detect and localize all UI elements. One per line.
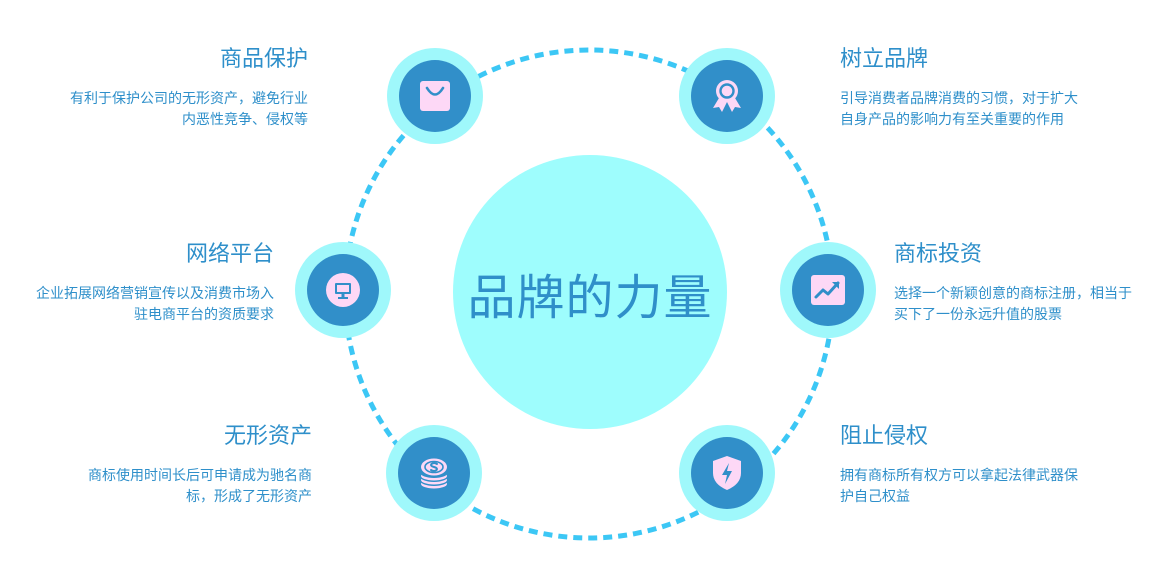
- node-network-platform: [295, 242, 391, 338]
- shield-bolt-icon: [713, 456, 741, 490]
- item-title: 商标投资: [894, 242, 983, 267]
- coin-stack-icon: [421, 458, 447, 489]
- node-stop-infringement: [679, 425, 775, 521]
- shopping-bag-icon: [420, 81, 450, 111]
- item-description: 企业拓展网络营销宣传以及消费市场入 驻电商平台的资质要求: [36, 286, 274, 323]
- item-trademark-investment: 商标投资 选择一个新颖创意的商标注册，相当于 买下了一份永远升值的股票: [894, 240, 1170, 326]
- node-product-protection: [387, 48, 483, 144]
- item-stop-infringement: 阻止侵权 拥有商标所有权方可以拿起法律武器保 护自己权益: [840, 422, 1160, 508]
- item-title: 阻止侵权: [840, 424, 929, 449]
- item-description: 商标使用时间长后可申请成为驰名商 标，形成了无形资产: [88, 468, 312, 505]
- trend-chart-icon: [811, 275, 845, 305]
- item-description: 有利于保护公司的无形资产，避免行业 内恶性竞争、侵权等: [70, 91, 308, 128]
- node-build-brand: [679, 48, 775, 144]
- center-circle: 品牌的力量: [453, 155, 727, 429]
- item-build-brand: 树立品牌 引导消费者品牌消费的习惯，对于扩大 自身产品的影响力有至关重要的作用: [840, 45, 1160, 131]
- item-network-platform: 网络平台 企业拓展网络营销宣传以及消费市场入 驻电商平台的资质要求: [0, 240, 274, 326]
- item-intangible-assets: 无形资产 商标使用时间长后可申请成为驰名商 标，形成了无形资产: [0, 422, 312, 508]
- center-title: 品牌的力量: [467, 270, 713, 326]
- node-intangible-assets: [386, 425, 482, 521]
- item-title: 商品保护: [219, 47, 308, 72]
- item-product-protection: 商品保护 有利于保护公司的无形资产，避免行业 内恶性竞争、侵权等: [0, 45, 308, 131]
- item-title: 无形资产: [223, 424, 312, 449]
- monitor-icon: [326, 273, 360, 307]
- item-description: 选择一个新颖创意的商标注册，相当于 买下了一份永远升值的股票: [894, 286, 1132, 323]
- item-description: 引导消费者品牌消费的习惯，对于扩大 自身产品的影响力有至关重要的作用: [840, 91, 1078, 128]
- item-title: 网络平台: [185, 242, 274, 267]
- award-ribbon-icon: [713, 80, 741, 112]
- node-trademark-investment: [780, 242, 876, 338]
- item-description: 拥有商标所有权方可以拿起法律武器保 护自己权益: [840, 468, 1078, 505]
- item-title: 树立品牌: [840, 47, 929, 72]
